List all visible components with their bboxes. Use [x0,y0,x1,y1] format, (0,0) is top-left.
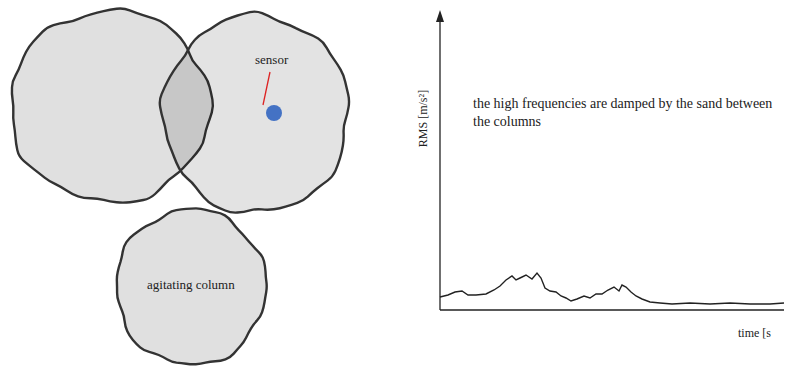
axis-label: time [s [738,326,771,341]
column-label: agitating column [147,277,235,293]
chart-axes [436,10,784,310]
sensor-label: sensor [255,52,288,68]
sensor-dot [266,105,282,121]
note-text: the high frequencies are damped by the s… [473,95,773,130]
column-shape [158,12,354,218]
column-outline [160,12,349,213]
agitating-column: agitating column [113,207,269,367]
axis-label: RMS [m/s²] [416,90,431,147]
column-with-sensor: sensor [158,12,354,218]
column-outline [117,208,267,364]
leader-line [263,72,270,105]
rms-curve [440,273,784,304]
